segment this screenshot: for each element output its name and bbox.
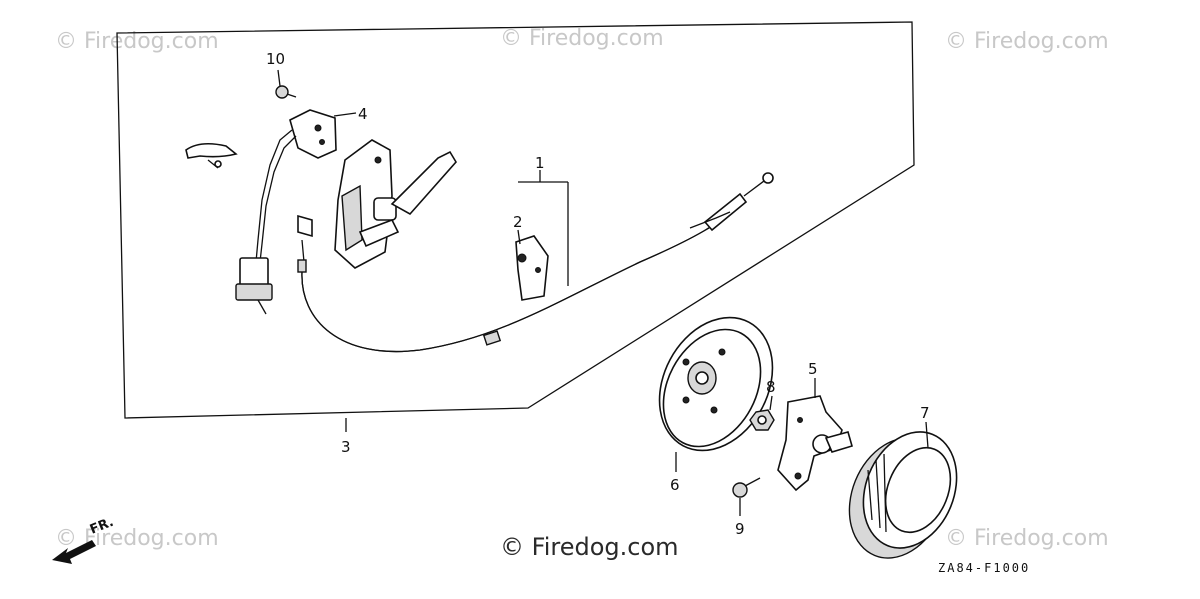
part-6-flywheel — [658, 316, 774, 452]
callout-4: 4 — [358, 105, 368, 123]
part-4-switch-harness — [235, 109, 337, 315]
watermark-top-center: © Firedog.com — [500, 26, 664, 51]
callout-8: 8 — [766, 378, 776, 396]
diagram-code: ZA84-F1000 — [938, 561, 1030, 575]
callout-6: 6 — [670, 476, 680, 494]
callout-2: 2 — [513, 213, 523, 231]
cable-end-connector — [297, 214, 313, 273]
callout-7: 7 — [920, 404, 930, 422]
watermark-top-right: © Firedog.com — [945, 29, 1109, 54]
callout-5: 5 — [808, 360, 818, 378]
callout-1: 1 — [535, 154, 545, 172]
assembly-outline — [116, 21, 915, 419]
callout-3: 3 — [341, 438, 351, 456]
wire-clip — [185, 142, 238, 169]
part-9-screw — [732, 477, 761, 498]
part-8-nut — [749, 409, 775, 431]
throttle-control-lever — [334, 139, 457, 269]
leader-lines — [277, 69, 929, 516]
cable-spring-end — [703, 192, 748, 232]
callout-10: 10 — [266, 50, 285, 68]
part-7-recoil-cover — [848, 431, 958, 559]
part-10-bolt — [275, 85, 297, 99]
part-2-cable-clamp — [515, 235, 549, 301]
watermark-bottom-center: © Firedog.com — [500, 533, 679, 561]
watermark-bottom-right: © Firedog.com — [945, 526, 1109, 551]
part-5-governor-bracket — [777, 395, 853, 492]
front-arrow-icon — [52, 540, 96, 564]
callout-9: 9 — [735, 520, 745, 538]
